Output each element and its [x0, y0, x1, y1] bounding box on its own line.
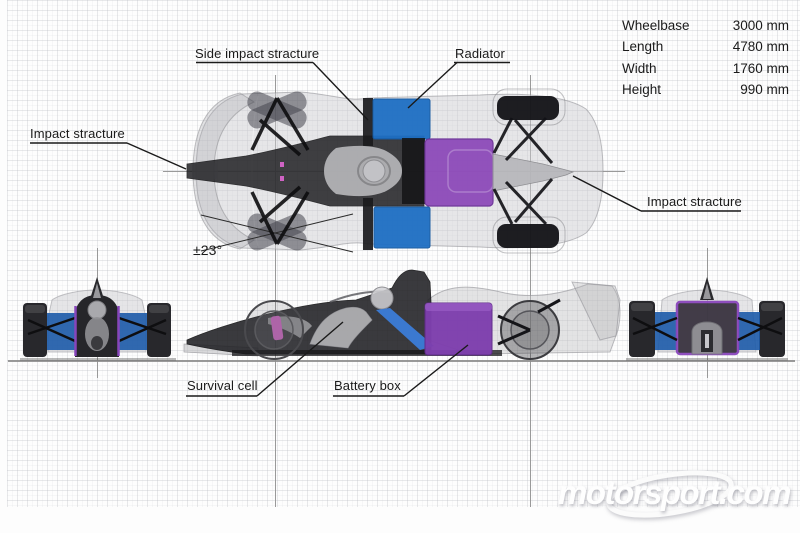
spec-row-width: Width 1760 mm [622, 58, 789, 79]
front-fin-inner [93, 283, 101, 298]
front-helmet-ghost [87, 300, 107, 320]
nose-detail [192, 163, 218, 179]
spec-table: Wheelbase 3000 mm Length 4780 mm Width 1… [622, 15, 789, 100]
pink-detail-b [280, 176, 284, 181]
label-radiator: Radiator [455, 46, 505, 61]
spec-label-height: Height [622, 81, 662, 97]
rear-arch-ghost-top [492, 88, 566, 126]
rear-impact-cone [492, 153, 575, 192]
engine-bay [402, 138, 425, 204]
radiator-top-rect [372, 98, 431, 140]
radiator-bottom-rect [373, 206, 431, 249]
label-survival-cell: Survival cell [187, 378, 258, 393]
front-suspension [250, 97, 310, 245]
battery-box-leader [403, 344, 469, 397]
side-impact-strip-top [363, 98, 373, 146]
spec-value-width: 1760 mm [732, 60, 789, 76]
watermark-swoosh [606, 470, 734, 518]
side-view [183, 269, 621, 360]
spec-value-height: 990 mm [740, 81, 789, 97]
rear-wing-left-blue [655, 312, 677, 350]
front-right-tire [147, 303, 171, 357]
front-left-tire-cap [25, 305, 45, 313]
gearbox-slot [705, 334, 709, 348]
side-impact-leader [312, 62, 369, 121]
label-impact-structure-rear: Impact stracture [647, 194, 742, 209]
front-intake-dark [91, 336, 103, 350]
rear-left-tire-cap [631, 303, 653, 311]
spec-row-length: Length 4780 mm [622, 36, 789, 57]
rear-view [626, 277, 788, 361]
front-right-tire-cap [149, 305, 169, 313]
rear-suspension-side [497, 298, 561, 346]
rear-wing-ghost [571, 281, 621, 341]
grid-paper [7, 0, 800, 507]
pedal-pink-detail [270, 315, 284, 341]
halo-ring [357, 156, 391, 186]
spec-row-height: Height 990 mm [622, 79, 789, 100]
front-view [20, 277, 176, 361]
leader-lines [30, 61, 741, 397]
top-view [186, 88, 604, 254]
rear-fin-inner [703, 283, 711, 299]
label-steering-angle: ±23° [193, 242, 223, 258]
front-wheel-sweep-top [247, 91, 307, 129]
spec-label-length: Length [622, 39, 664, 55]
pink-detail-a [280, 162, 284, 167]
spec-label-width: Width [622, 60, 657, 76]
rear-suspension-arms [632, 316, 783, 342]
monocoque-side [186, 269, 432, 355]
impact-front-leader [126, 142, 187, 170]
front-left-tire [23, 303, 47, 357]
underbody-plank [232, 350, 502, 356]
radiator-leader [407, 61, 458, 109]
front-body-ghost-center [85, 317, 109, 351]
rear-wheel-bottom [497, 224, 559, 248]
rear-ground-shadow [626, 358, 788, 361]
label-side-impact-structure: Side impact stracture [195, 46, 320, 61]
rear-suspension [492, 116, 554, 226]
impact-rear-leader [572, 175, 642, 212]
battery-box-side-lid [425, 303, 492, 311]
front-wheel-side [244, 300, 304, 360]
motorsport-watermark: motorsport.com [552, 468, 798, 518]
rear-left-tire [629, 301, 655, 357]
label-impact-structure-front: Impact stracture [30, 126, 125, 141]
spec-label-wheelbase: Wheelbase [622, 18, 690, 33]
steering-angle-lines [200, 213, 354, 253]
front-ground-shadow [20, 358, 176, 361]
rear-arch-ghost-bottom [492, 216, 566, 254]
battery-box-top-rect [424, 138, 494, 207]
watermark-text: motorsport.com [558, 474, 792, 511]
rear-wing-right-blue [738, 312, 760, 350]
spec-row-wheelbase: Wheelbase 3000 mm [622, 15, 789, 36]
driver-helmet-top [362, 159, 386, 183]
spec-value-length: 4780 mm [732, 39, 789, 55]
front-wing-ghost [192, 92, 256, 250]
rear-right-tire [759, 301, 785, 357]
seatbelt-brace-blue [376, 308, 434, 350]
side-impact-strip-bottom [363, 198, 373, 250]
label-battery-box: Battery box [334, 378, 401, 393]
front-suspension-arms [27, 316, 167, 343]
rear-right-tire-cap [761, 303, 783, 311]
spec-value-wheelbase: 3000 mm [732, 18, 789, 33]
driver-helmet-side [370, 286, 394, 310]
rear-wheel-top [497, 96, 559, 120]
survival-cell-leader [256, 321, 344, 397]
front-rim-side [254, 310, 294, 350]
